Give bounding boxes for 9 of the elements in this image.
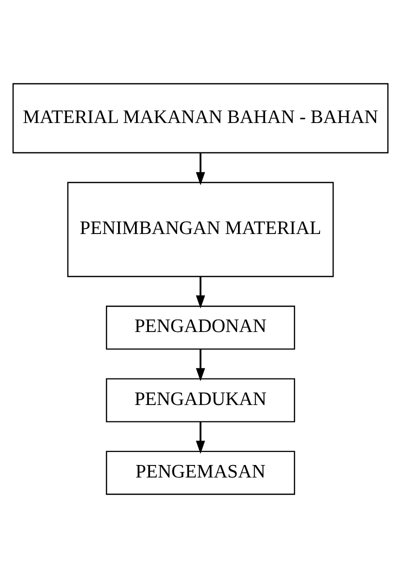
node-box: MATERIAL MAKANAN BAHAN - BAHAN bbox=[12, 82, 388, 153]
arrow bbox=[196, 276, 206, 308]
node-box: PENGADONAN bbox=[106, 305, 296, 350]
node-box: PENGADUKAN bbox=[106, 378, 296, 422]
node-box: PENIMBANGAN MATERIAL bbox=[67, 181, 334, 277]
arrow bbox=[196, 348, 206, 381]
node-box: PENGEMASAN bbox=[106, 450, 296, 494]
arrow bbox=[196, 152, 206, 185]
arrow bbox=[196, 421, 206, 454]
